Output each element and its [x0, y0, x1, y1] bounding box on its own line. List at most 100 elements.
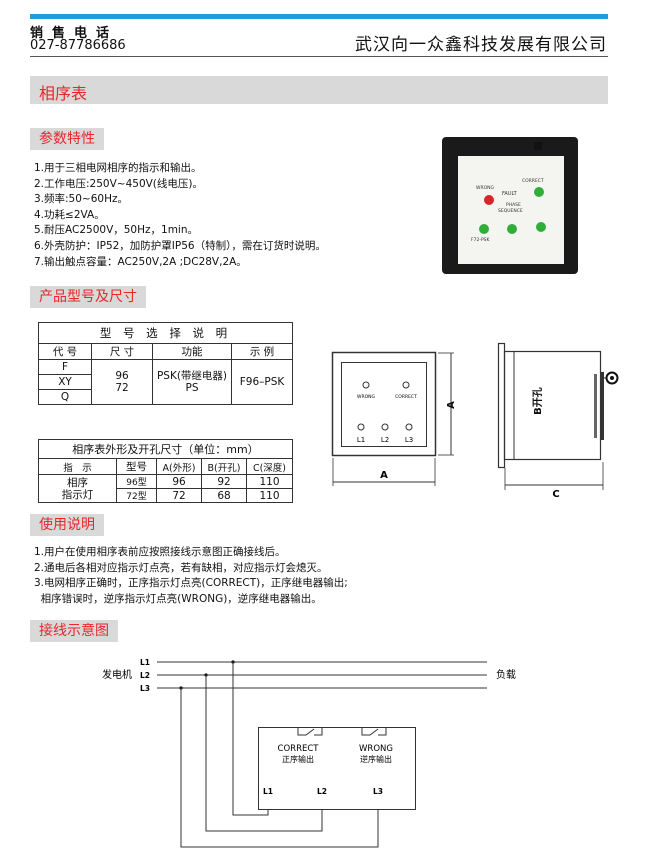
- table-header: 指 示: [38, 458, 117, 475]
- terminal-l3-label: L3: [373, 787, 383, 796]
- header-accent-bar: [30, 14, 608, 19]
- sales-phone-label: 销售电话: [30, 26, 119, 41]
- table-cell: 72: [156, 488, 202, 503]
- table-cell: 96型: [116, 474, 157, 489]
- front-l1-label: L1: [357, 436, 365, 444]
- photo-phase-label: PHASE: [506, 203, 521, 208]
- front-view-drawing: WRONG CORRECT L1 L2 L3 A A: [331, 351, 457, 486]
- header-divider: [30, 56, 608, 57]
- section-heading-usage: 使用说明: [30, 514, 104, 536]
- load-label: 负载: [496, 668, 516, 681]
- page-title-bar: 相序表: [30, 76, 608, 104]
- table-cell: F96–PSK: [231, 359, 293, 405]
- side-dim-horizontal-label: C: [552, 489, 559, 500]
- table-cell: 110: [246, 474, 293, 489]
- wire-l2: [205, 675, 323, 832]
- front-inner-face: [341, 362, 427, 447]
- table-header: 代 号: [38, 343, 92, 360]
- spec-item: 3.频率:50~60Hz。: [34, 193, 128, 206]
- table-header: A(外形): [156, 458, 202, 475]
- photo-wrong-label: WRONG: [476, 186, 494, 191]
- photo-model-label: F72-PSK: [471, 238, 490, 243]
- wiring-l1-label: L1: [140, 658, 150, 667]
- side-bracket: [594, 374, 597, 438]
- table-cell: PSK(带继电器) PS: [152, 359, 232, 405]
- l2-led-icon: [507, 224, 517, 234]
- generator-label: 发电机: [102, 668, 132, 681]
- meter-face: [458, 156, 564, 264]
- page-title: 相序表: [39, 84, 88, 103]
- table-cell: 相序 指示灯: [38, 474, 117, 503]
- spec-item: 2.工作电压:250V~450V(线电压)。: [34, 177, 203, 190]
- specs-list: 1.用于三相电网相序的指示和输出。 2.工作电压:250V~450V(线电压)。…: [34, 161, 326, 270]
- correct-led-icon: [534, 187, 544, 197]
- table-cell: XY: [38, 374, 92, 390]
- front-correct-label: CORRECT: [395, 394, 417, 400]
- side-bezel: [497, 342, 506, 469]
- table-cell: 72型: [116, 488, 157, 503]
- product-photo: WRONG CORRECT FAULT PHASE SEQUENCE F72-P…: [442, 137, 578, 274]
- wrong-contact-icon: [378, 727, 387, 736]
- usage-item: 3.电网相序正确时，正序指示灯点亮(CORRECT)，正序继电器输出;: [34, 577, 348, 590]
- table-cell: 92: [201, 474, 247, 489]
- wiring-l3-label: L3: [140, 684, 150, 693]
- brand-logo-icon: [534, 142, 542, 150]
- section-heading-wiring: 接线示意图: [30, 620, 118, 642]
- front-l3-label: L3: [405, 436, 413, 444]
- table-header: C(深度): [246, 458, 293, 475]
- table-header: 示 例: [231, 343, 293, 360]
- table-title: 型 号 选 择 说 明: [38, 322, 293, 344]
- spec-item: 1.用于三相电网相序的指示和输出。: [34, 162, 202, 174]
- table-title: 相序表外形及开孔尺寸（单位：mm）: [38, 439, 293, 459]
- side-body: [503, 350, 602, 461]
- side-view-drawing: B开孔 C: [497, 342, 619, 500]
- front-l2-label: L2: [381, 436, 389, 444]
- front-wrong-label: WRONG: [357, 394, 375, 400]
- meter-box: [258, 727, 416, 810]
- front-dim-horizontal-label: A: [380, 470, 388, 481]
- correct-output-cn-label: 正序输出: [282, 754, 314, 764]
- correct-contact-icon: [314, 727, 323, 736]
- spec-item: 6.外壳防护：IP52，加防护罩IP56（特制），需在订货时说明。: [34, 239, 326, 252]
- side-back-plate: [600, 372, 604, 440]
- spec-item: 5.耐压AC2500V，50Hz，1min。: [34, 224, 199, 237]
- table-cell: 96 72: [91, 359, 153, 405]
- sales-phone-number: 027-87786686: [30, 38, 126, 53]
- terminal-l1-label: L1: [263, 787, 273, 796]
- wiring-diagram: L1 L2 L3 发电机 负载 CORRECT 正序输出 WRONG 逆序输出 …: [102, 658, 516, 848]
- front-dim-vertical-label: A: [446, 401, 457, 409]
- terminal-l2-label: L2: [317, 787, 327, 796]
- photo-correct-label: CORRECT: [522, 179, 544, 184]
- table-cell: 68: [201, 488, 247, 503]
- correct-contact-icon: [297, 727, 315, 736]
- model-selection-table: 型 号 选 择 说 明 代 号 尺 寸 功能 示 例 F 96 72 PSK(带…: [38, 322, 293, 405]
- table-header: 尺 寸: [91, 343, 153, 360]
- front-l3-lamp-icon: [405, 423, 413, 431]
- photo-sequence-label: SEQUENCE: [498, 209, 523, 214]
- wiring-l2-label: L2: [140, 671, 150, 680]
- usage-item: 相序错误时，逆序指示灯点亮(WRONG)，逆序继电器输出。: [34, 592, 322, 605]
- wrong-led-icon: [484, 195, 494, 205]
- section-heading-models: 产品型号及尺寸: [30, 286, 146, 308]
- usage-list: 1.用户在使用相序表前应按照接线示意图正确接线后。 2.通电后各相对应指示灯点亮…: [34, 545, 348, 607]
- wrong-output-label: WRONG: [359, 744, 393, 754]
- usage-item: 1.用户在使用相序表前应按照接线示意图正确接线后。: [34, 546, 286, 558]
- dimension-table: 相序表外形及开孔尺寸（单位：mm） 指 示 型号 A(外形) B(开孔) C(深…: [38, 439, 293, 503]
- spec-item: 7.输出触点容量：AC250V,2A ;DC28V,2A。: [34, 255, 247, 268]
- front-wrong-lamp-icon: [362, 381, 370, 389]
- l1-led-icon: [479, 224, 489, 234]
- wrong-contact-icon: [361, 727, 379, 736]
- wire-l3: [180, 688, 379, 848]
- front-outer-frame: [331, 351, 437, 457]
- l3-led-icon: [536, 222, 546, 232]
- table-header: 功能: [152, 343, 232, 360]
- table-cell: 96: [156, 474, 202, 489]
- photo-fault-label: FAULT: [502, 191, 517, 197]
- table-cell: 110: [246, 488, 293, 503]
- table-header: 型号: [116, 458, 157, 475]
- side-dim-vertical-label: B开孔: [531, 387, 544, 415]
- front-correct-lamp-icon: [402, 381, 410, 389]
- front-l1-lamp-icon: [357, 423, 365, 431]
- spec-item: 4.功耗≤2VA。: [34, 208, 105, 221]
- company-name: 武汉向一众鑫科技发展有限公司: [355, 35, 607, 55]
